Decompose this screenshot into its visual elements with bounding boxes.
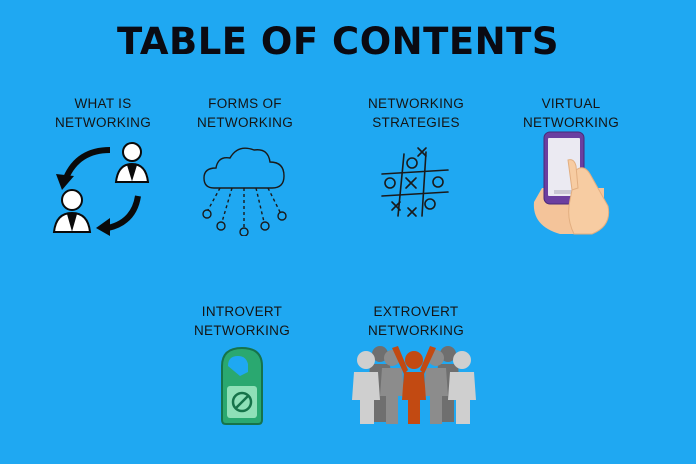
page-title: TABLE OF CONTENTS (117, 20, 559, 63)
networking-cycle-icon (52, 142, 150, 236)
toc-item-label: INTROVERT NETWORKING (194, 304, 290, 338)
toc-item-label: WHAT IS NETWORKING (55, 96, 151, 130)
toc-item-label: NETWORKING STRATEGIES (368, 96, 464, 130)
crowd-icon (352, 346, 476, 424)
toc-item-networking-strategies[interactable]: NETWORKING STRATEGIES (341, 94, 491, 132)
smartphone-hand-icon (533, 131, 610, 235)
toc-item-virtual-networking[interactable]: VIRTUAL NETWORKING (496, 94, 646, 132)
toc-item-label: VIRTUAL NETWORKING (523, 96, 619, 130)
cloud-network-icon (202, 147, 287, 236)
toc-item-label: EXTROVERT NETWORKING (368, 304, 464, 338)
tic-tac-toe-icon (381, 147, 449, 217)
toc-item-what-is-networking[interactable]: WHAT IS NETWORKING (28, 94, 178, 132)
door-hanger-icon (221, 346, 263, 425)
toc-item-label: FORMS OF NETWORKING (197, 96, 293, 130)
toc-item-forms-of-networking[interactable]: FORMS OF NETWORKING (170, 94, 320, 132)
toc-item-introvert-networking[interactable]: INTROVERT NETWORKING (167, 302, 317, 340)
toc-item-extrovert-networking[interactable]: EXTROVERT NETWORKING (341, 302, 491, 340)
